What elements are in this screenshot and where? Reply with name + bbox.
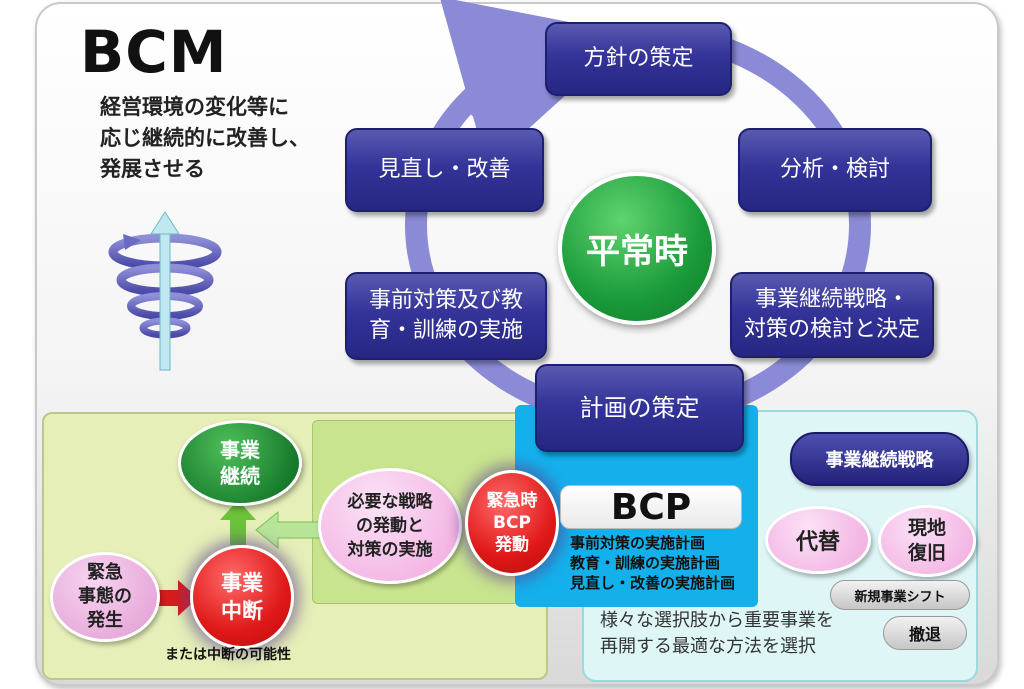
bcm-description: 経営環境の変化等に 応じ継続的に改善し、 発展させる (100, 95, 310, 181)
plan-step: 計画の策定 (535, 364, 744, 452)
policy-step: 方針の策定 (545, 22, 732, 96)
business-continuation-circle: 事業 継続 (178, 420, 302, 506)
business-continuity-strategy-heading: 事業継続戦略 (790, 432, 969, 486)
emergency-occurrence-circle: 緊急 事態の 発生 (50, 552, 160, 642)
strategy-step: 事業継続戦略・ 対策の検討と決定 (730, 272, 934, 358)
new-business-shift-option: 新規事業シフト (830, 580, 970, 610)
analysis-step: 分析・検討 (738, 128, 932, 212)
substitute-option: 代替 (765, 506, 871, 574)
bcp-label: BCP (560, 485, 742, 529)
training-step: 事前対策及び教 育・訓練の実施 (345, 272, 547, 360)
onsite-restoration-option: 現地 復旧 (878, 505, 976, 577)
business-interruption-circle: 事業 中断 (190, 545, 294, 649)
diagram-title: BCM (80, 18, 228, 86)
strategy-activation-circle: 必要な戦略 の発動と 対策の実施 (318, 468, 462, 584)
interruption-possibility-note: または中断の可能性 (165, 647, 291, 663)
spiral-arrow-icon (108, 211, 222, 371)
bcp-activation-circle: 緊急時 BCP 発動 (465, 470, 559, 576)
strategy-selection-note: 様々な選択肢から重要事業を 再開する最適な方法を選択 (600, 610, 834, 657)
bcp-plans-list: 事前対策の実施計画 教育・訓練の実施計画 見直し・改善の実施計画 (570, 534, 736, 592)
withdrawal-option: 撤退 (883, 616, 967, 650)
normal-time-circle: 平常時 (558, 172, 716, 325)
review-step: 見直し・改善 (345, 128, 544, 212)
